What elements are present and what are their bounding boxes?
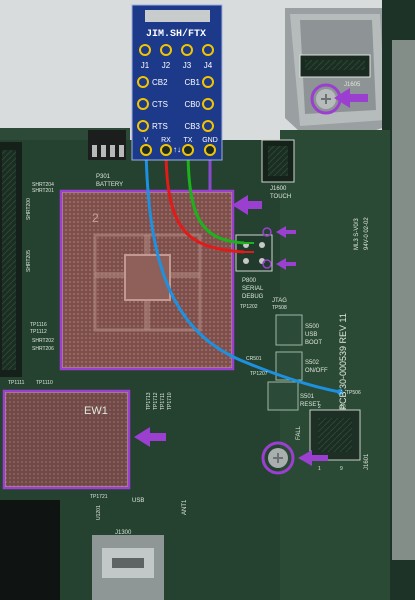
bottom-left-component: [0, 500, 60, 600]
pin-rx-label: RX: [161, 137, 171, 144]
p800-label: P800: [242, 278, 257, 284]
tp1711-label: TP1711: [160, 393, 166, 410]
pin-v-label: V: [144, 137, 149, 144]
j1600-label: J1600: [270, 186, 287, 192]
shrt200-label: SHRT200: [26, 198, 32, 220]
usb-boot-label: USB: [305, 332, 317, 338]
tp1202-label: TP1202: [240, 304, 258, 310]
tp1713-label: TP1713: [146, 392, 152, 410]
battery-label: BATTERY: [96, 182, 123, 188]
on-off-label: ON/OFF: [305, 368, 328, 374]
conn-pin-9: 9: [340, 466, 343, 472]
pad-cts-label: CTS: [152, 100, 168, 109]
pin-gnd-label: GND: [202, 137, 218, 144]
s502-label: S502: [305, 360, 320, 366]
shrt204-label: SHRT204: [32, 182, 54, 188]
jumper-j2-label: J2: [162, 61, 171, 70]
ew1-label: EW1: [84, 405, 108, 417]
pad-cb1-label: CB1: [184, 78, 200, 87]
serial-label: SERIAL: [242, 286, 264, 292]
fall-label: FALL: [296, 425, 302, 440]
shrt201-label: SHRT201: [32, 188, 54, 194]
shield-mark: 2: [92, 211, 99, 225]
conn-pin-1: 1: [318, 466, 321, 472]
tp1207-label: TP1207: [250, 371, 268, 377]
pad-cb2-label: CB2: [152, 78, 168, 87]
tp1112-label: TP1112: [30, 329, 47, 335]
usb-label: USB: [132, 498, 144, 504]
ant1-label: ANT1: [182, 499, 188, 515]
tp1712-label: TP1712: [153, 392, 159, 410]
screw-bottom: [261, 441, 295, 475]
debug-label: DEBUG: [242, 294, 264, 300]
reset-label: RESET: [300, 402, 320, 408]
pcb-number-label: PCB:30-000539 REV 11: [338, 313, 348, 410]
reset-switch: [267, 381, 299, 411]
s501-label: S501: [300, 394, 315, 400]
tp1710-label: TP1710: [167, 392, 173, 410]
conn-pin-10: 10: [340, 404, 346, 410]
conn-pin-2: 2: [318, 404, 321, 410]
pad-cb0-label: CB0: [184, 100, 200, 109]
rx-tx-arrows: ↑↓: [173, 145, 181, 154]
shrt206-label: SHRT206: [32, 346, 54, 352]
ul-mark-label: ML3 S-V0/3: [354, 218, 360, 250]
tp508-label: TP508: [272, 305, 287, 311]
tp1110-label: TP1110: [36, 380, 53, 386]
j1605-label: J1605: [344, 82, 361, 88]
jumper-j4-label: J4: [204, 61, 213, 70]
usb-boot-switch: [275, 314, 303, 346]
date-code-label: 94V-0 02-02: [364, 217, 370, 250]
pad-cb3-label: CB3: [184, 122, 200, 131]
tp1111-label: TP1111: [8, 380, 25, 386]
j1300-label: J1300: [115, 530, 132, 536]
annotation-arrows: [134, 88, 368, 466]
j1601-label: J1601: [364, 453, 370, 470]
ew1-shield: [4, 391, 129, 488]
ew1-outline-annotation: [2, 389, 131, 490]
boot-label: BOOT: [305, 340, 322, 346]
jtag-label: JTAG: [272, 298, 287, 304]
wire-v-blue: [144, 147, 341, 394]
wire-rx-red: [164, 147, 245, 254]
tp506-label: TP506: [346, 390, 361, 396]
p301-label: P301: [96, 174, 111, 180]
pad-rts-label: RTS: [152, 122, 168, 131]
cr501-label: CR501: [246, 356, 262, 362]
shrt202-label: SHRT202: [32, 338, 54, 344]
tp1721-label: TP1721: [90, 494, 108, 500]
u1201-label: U1201: [96, 505, 102, 520]
s500-label: S500: [305, 324, 320, 330]
ftdi-title: JIM.SH/FTX: [146, 28, 206, 40]
touch-label: TOUCH: [270, 194, 291, 200]
tp1116-label: TP1116: [30, 322, 47, 328]
wire-tx-green: [186, 147, 245, 245]
shrt205-label: SHRT205: [26, 250, 32, 272]
pin-tx-label: TX: [184, 137, 193, 144]
jumper-j1-label: J1: [141, 61, 150, 70]
jumper-j3-label: J3: [183, 61, 192, 70]
